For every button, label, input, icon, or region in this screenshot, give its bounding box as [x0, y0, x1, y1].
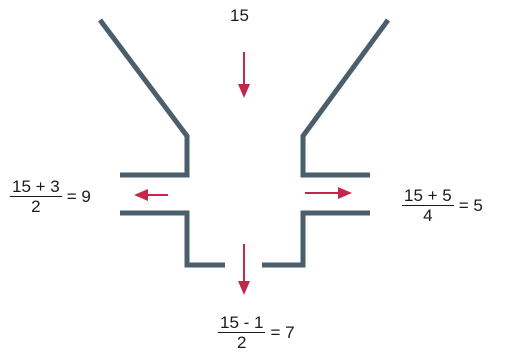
- arrow-input-down: [238, 52, 250, 98]
- arrow-bottom-out: [238, 244, 250, 295]
- left-denominator: 2: [31, 197, 41, 216]
- arrow-left-out: [134, 189, 168, 201]
- bottom-output-label: 15 - 1 2 = 7: [218, 314, 295, 351]
- pipe-right-lower: [262, 210, 370, 268]
- bottom-fraction: 15 - 1 2: [218, 313, 266, 352]
- bottom-result: = 7: [270, 323, 295, 342]
- input-value: 15: [230, 6, 249, 25]
- pipe-right-upper: [300, 18, 391, 178]
- left-result: = 9: [66, 187, 91, 206]
- left-output-label: 15 + 3 2 = 9: [10, 178, 91, 215]
- pipe-left-lower: [120, 210, 225, 268]
- arrow-right-out: [305, 187, 352, 199]
- left-fraction: 15 + 3 2: [10, 178, 62, 215]
- pipe-left-upper: [98, 18, 190, 178]
- left-numerator: 15 + 3: [10, 177, 62, 197]
- bottom-numerator: 15 - 1: [218, 313, 266, 333]
- right-output-label: 15 + 5 4 = 5: [402, 187, 483, 224]
- right-denominator: 4: [423, 206, 433, 225]
- input-value-label: 15: [230, 7, 249, 24]
- bottom-denominator: 2: [237, 333, 247, 352]
- right-numerator: 15 + 5: [402, 186, 454, 206]
- right-fraction: 15 + 5 4: [402, 187, 454, 224]
- right-result: = 5: [458, 196, 483, 215]
